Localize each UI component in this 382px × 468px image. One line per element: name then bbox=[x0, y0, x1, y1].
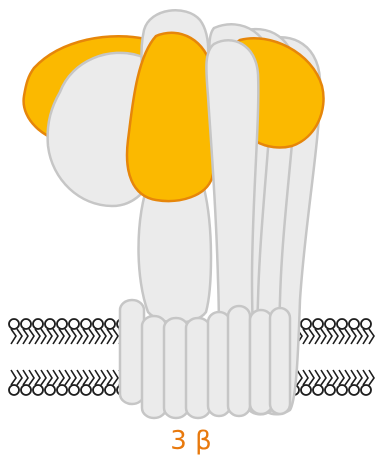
lipid-molecule bbox=[33, 319, 46, 344]
lipid-molecule bbox=[93, 370, 106, 395]
lipid-molecule bbox=[105, 319, 118, 344]
lipid-molecule bbox=[361, 370, 374, 395]
transmembrane-helix bbox=[228, 306, 250, 416]
transmembrane-helix bbox=[270, 308, 290, 414]
lipid-molecule bbox=[21, 370, 34, 395]
transmembrane-helix bbox=[164, 318, 188, 418]
transmembrane-helices bbox=[120, 300, 290, 418]
lipid-molecule bbox=[45, 370, 58, 395]
lipid-molecule bbox=[9, 370, 22, 395]
lipid-molecule bbox=[325, 319, 338, 344]
lipid-molecule bbox=[105, 370, 118, 395]
lipid-molecule bbox=[313, 370, 326, 395]
transmembrane-helix bbox=[186, 318, 210, 418]
lipid-molecule bbox=[301, 319, 314, 344]
lipid-molecule bbox=[33, 370, 46, 395]
transmembrane-helix bbox=[120, 300, 144, 404]
subunit-count-label: 3 β bbox=[0, 426, 382, 456]
lipid-molecule bbox=[349, 370, 362, 395]
lipid-molecule bbox=[21, 319, 34, 344]
lipid-molecule bbox=[57, 319, 70, 344]
lipid-molecule bbox=[45, 319, 58, 344]
transmembrane-helix bbox=[208, 312, 230, 416]
lipid-molecule bbox=[361, 319, 374, 344]
receptor-complex bbox=[24, 10, 324, 418]
lipid-molecule bbox=[93, 319, 106, 344]
lipid-molecule bbox=[337, 370, 350, 395]
lipid-molecule bbox=[301, 370, 314, 395]
lipid-molecule bbox=[57, 370, 70, 395]
lipid-molecule bbox=[325, 370, 338, 395]
lipid-molecule bbox=[337, 319, 350, 344]
lipid-molecule bbox=[313, 319, 326, 344]
lipid-molecule bbox=[81, 319, 94, 344]
lipid-molecule bbox=[349, 319, 362, 344]
transmembrane-helix bbox=[250, 310, 272, 414]
lipid-molecule bbox=[81, 370, 94, 395]
lipid-molecule bbox=[69, 319, 82, 344]
lipid-molecule bbox=[9, 319, 22, 344]
lipid-molecule bbox=[69, 370, 82, 395]
transmembrane-helix bbox=[142, 316, 166, 418]
